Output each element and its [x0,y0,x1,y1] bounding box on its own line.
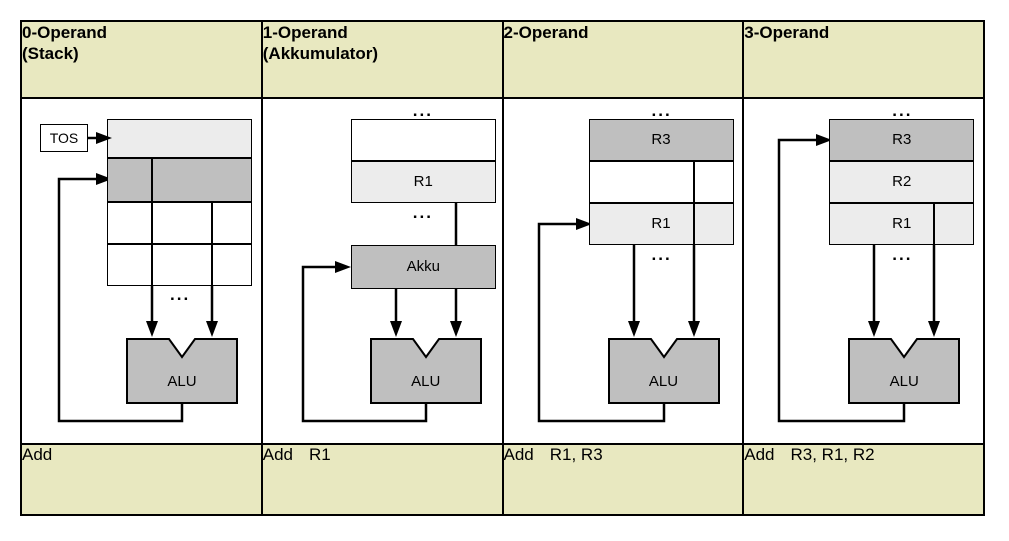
diagram-cell-accumulator: ... R1 ... Akku ALU [260,96,504,446]
memory-slot-r1: R1 [350,160,496,203]
stack-slot-empty-2 [107,243,252,286]
accumulator-ellipsis-above: ... [412,100,433,120]
memory-slot-empty [350,118,496,161]
stack-ellipsis-below: ... [170,284,191,304]
alu-accumulator: ALU [369,337,483,405]
table-diagram-row: TOS ... ALU [20,96,985,446]
instruction-operands: R1, R3 [549,445,603,465]
header-cell-3-operand: 3-Operand [742,20,985,99]
tos-label-box: TOS [40,123,88,152]
instruction-mnemonic: Add [744,445,775,465]
register-r1: R1 [829,202,975,245]
table-header-row: 0-Operand (Stack) 1-Operand (Akkumulator… [20,20,985,99]
three-operand-ellipsis-below: ... [892,244,913,264]
two-operand-ellipsis-above: ... [651,100,672,120]
alu-label-three-operand: ALU [889,372,919,390]
instruction-mnemonic: Add [22,445,53,465]
three-operand-diagram: ... R3 R2 R1 ... ALU [744,99,983,443]
operand-comparison-table: 0-Operand (Stack) 1-Operand (Akkumulator… [20,20,985,516]
instruction-cell-1-operand: Add R1 [260,443,504,516]
table-instruction-row: Add Add R1 Add R1, R3 Add R3, R1, R2 [20,443,985,516]
alu-label-accumulator: ALU [411,372,441,390]
alu-two-operand: ALU [607,337,721,405]
two-operand-internal-divider [692,160,695,245]
register-r3: R3 [588,118,734,161]
instruction-operands: R1 [309,445,331,465]
accumulator-diagram: ... R1 ... Akku ALU [263,99,502,443]
register-r1: R1 [588,202,734,245]
alu-three-operand: ALU [847,337,961,405]
register-empty [588,160,734,203]
instruction-operands: R3, R1, R2 [790,445,875,465]
register-r3: R3 [829,118,975,161]
instruction-mnemonic: Add [503,445,534,465]
diagram-cell-three-operand: ... R3 R2 R1 ... ALU [742,96,985,446]
stack-slot-operand [107,157,252,202]
diagram-cell-two-operand: ... R3 R1 ... ALU [501,96,745,446]
instruction-cell-2-operand: Add R1, R3 [501,443,745,516]
stack-diagram: TOS ... ALU [22,99,261,443]
three-operand-ellipsis-above: ... [892,100,913,120]
stack-internal-dividers [151,157,213,286]
instruction-cell-3-operand: Add R3, R1, R2 [742,443,985,516]
accumulator-register: Akku [350,244,496,289]
header-cell-0-operand: 0-Operand (Stack) [20,20,263,99]
tos-pointer-arrow [88,131,112,144]
instruction-mnemonic: Add [262,445,293,465]
two-operand-ellipsis-below: ... [651,244,672,264]
accumulator-ellipsis-below: ... [412,202,433,222]
register-r2: R2 [829,160,975,203]
alu-label-two-operand: ALU [648,372,679,390]
two-operand-diagram: ... R3 R1 ... ALU [504,99,743,443]
diagram-cell-stack: TOS ... ALU [20,96,263,446]
stack-slot-empty-1 [107,201,252,244]
header-cell-2-operand: 2-Operand [501,20,745,99]
alu-stack: ALU [125,337,239,405]
alu-label-stack: ALU [167,372,197,390]
three-operand-internal-divider [933,202,936,245]
instruction-cell-0-operand: Add [20,443,263,516]
header-cell-1-operand: 1-Operand (Akkumulator) [260,20,504,99]
